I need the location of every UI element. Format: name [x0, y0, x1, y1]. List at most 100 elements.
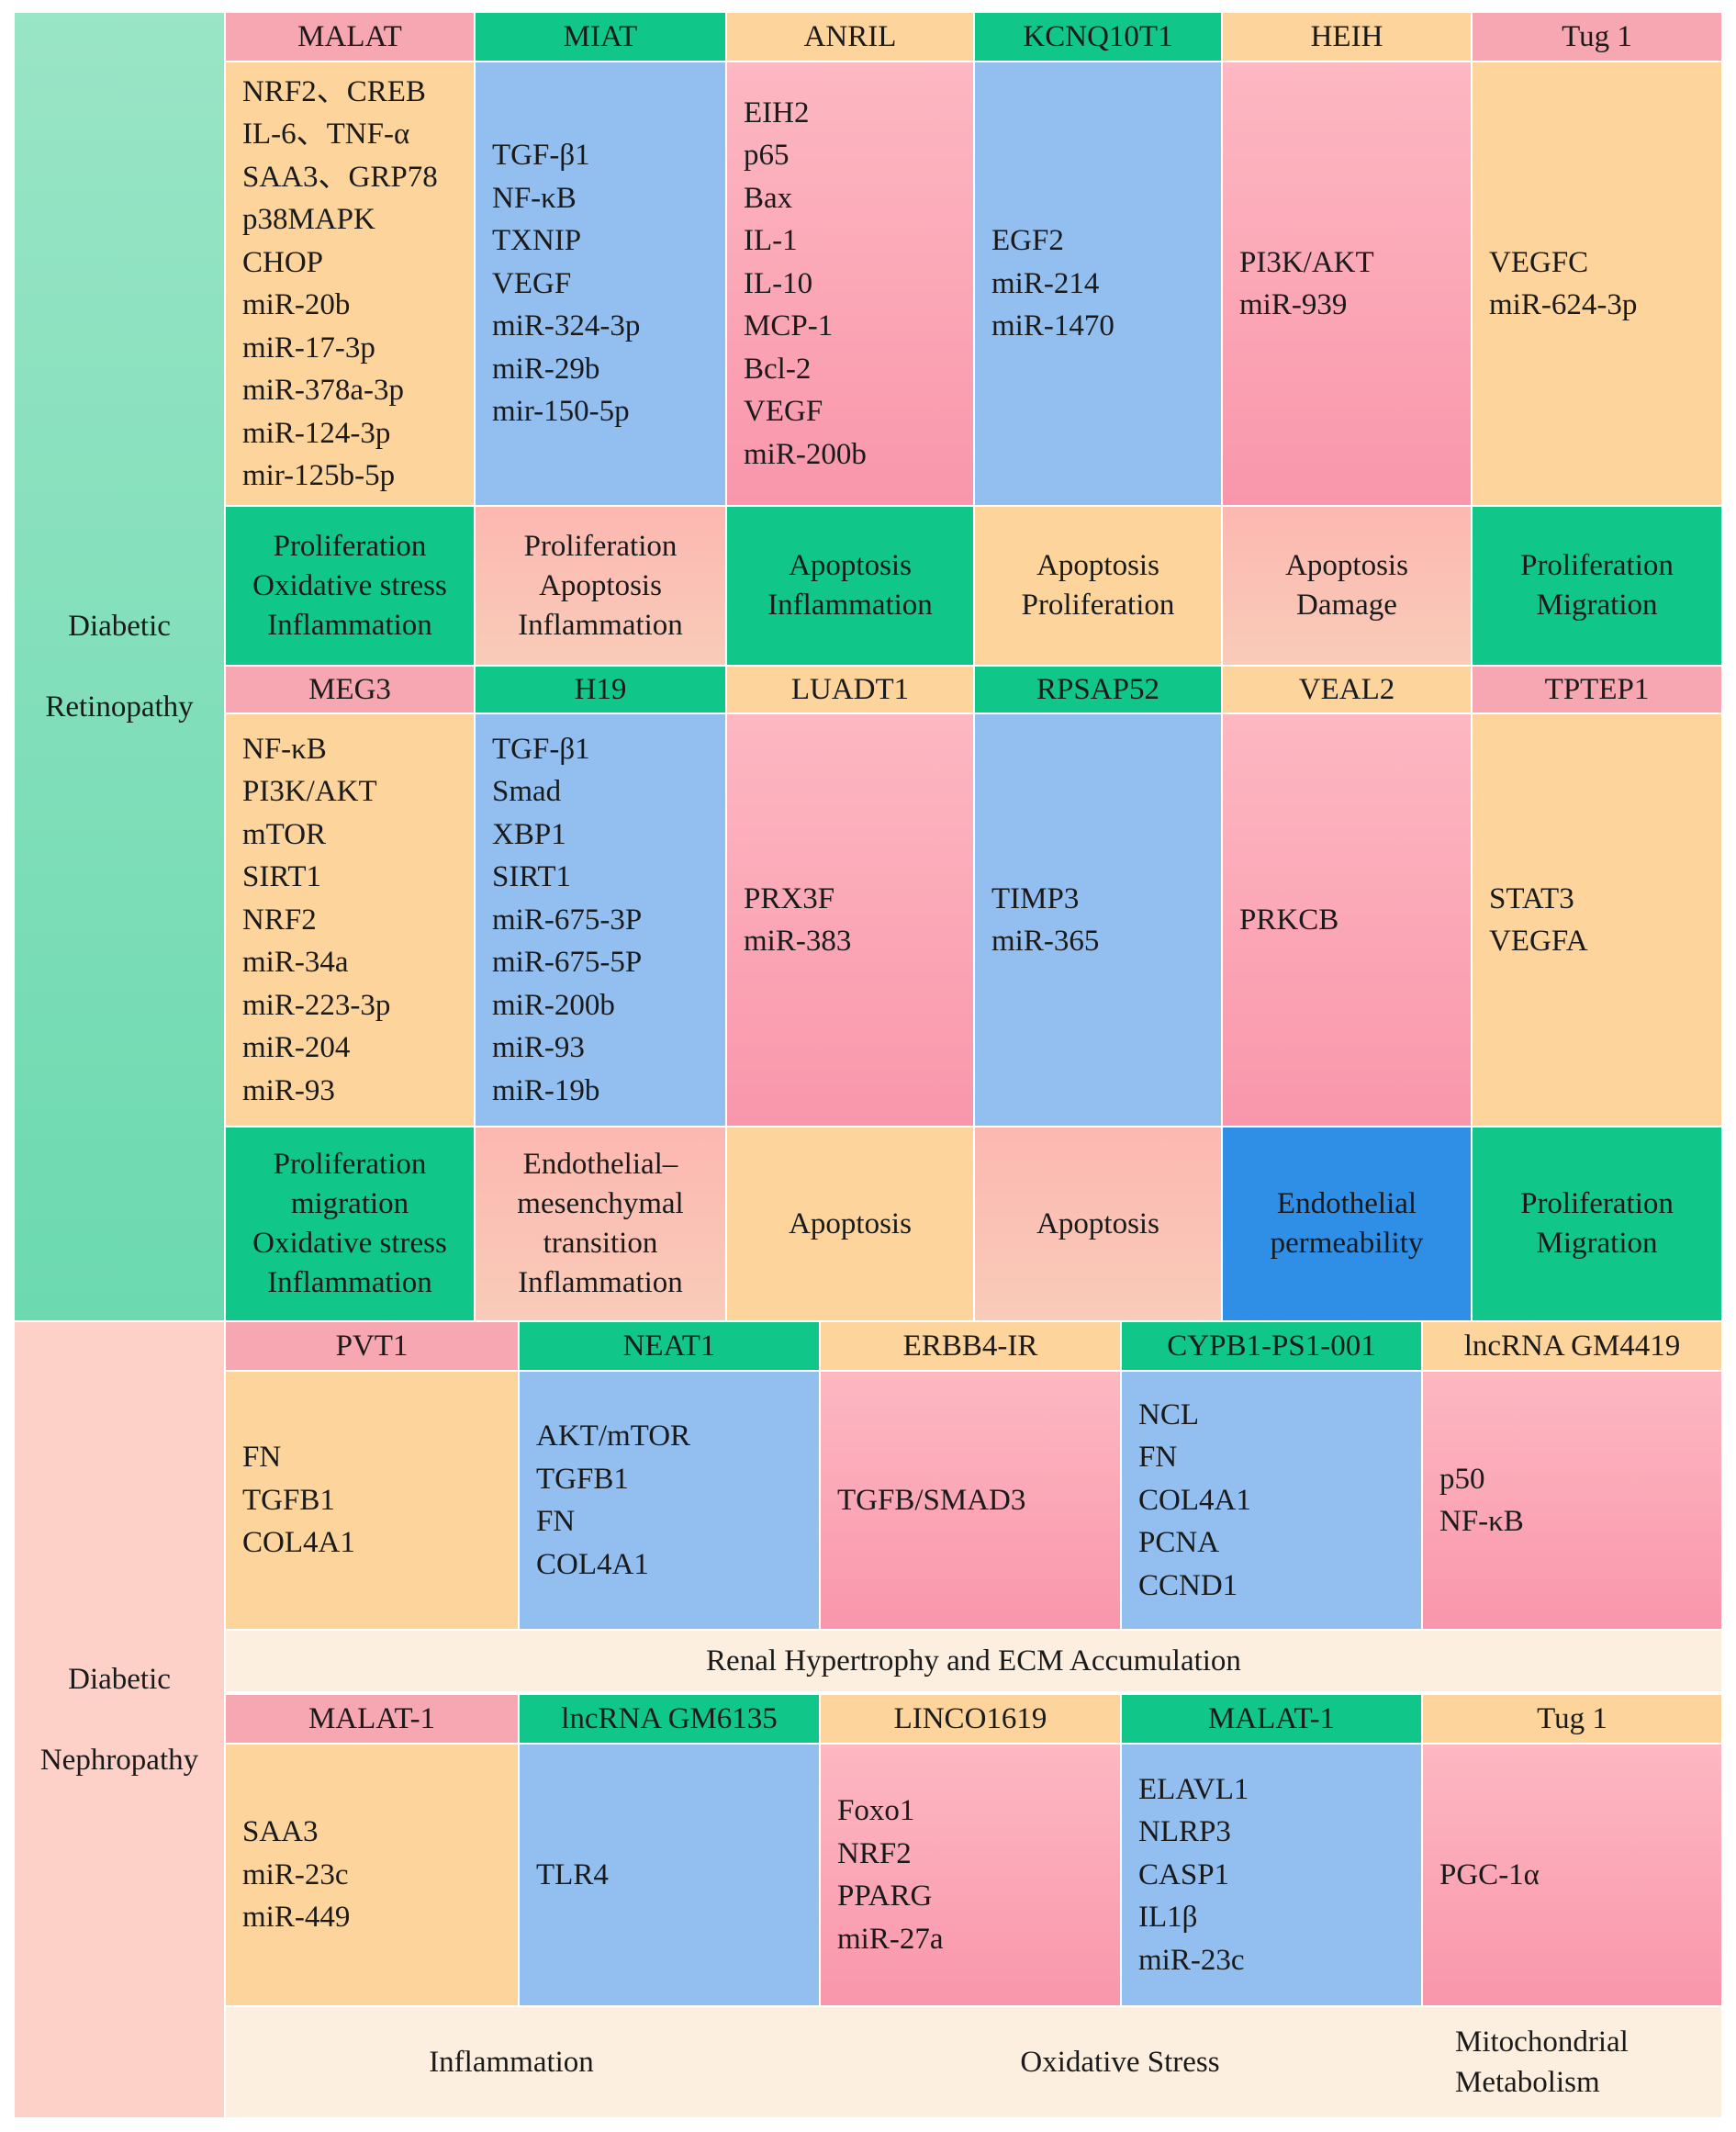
target-item: NRF2 [837, 1836, 912, 1870]
target-item: FN [536, 1505, 576, 1538]
target-item: miR-624-3p [1489, 288, 1638, 321]
target-list: PGC-1α [1423, 1745, 1721, 2005]
lncrna-header: MEG3 [226, 667, 474, 713]
effect-band [226, 2007, 1721, 2117]
target-item: miR-124-3p [242, 416, 391, 450]
effect-text: Damage [1296, 589, 1397, 622]
target-item: miR-23c [242, 1857, 349, 1891]
effect-text: Proliferation [1520, 549, 1674, 582]
lncrna-header: LINCO1619 [821, 1695, 1120, 1743]
target-item: miR-223-3p [242, 988, 391, 1022]
lncrna-header: NEAT1 [520, 1322, 819, 1370]
target-item: miR-29b [492, 352, 600, 386]
target-list: STAT3 VEGFA [1473, 714, 1721, 1126]
lncrna-header: PVT1 [226, 1322, 518, 1370]
lncrna-header: Tug 1 [1423, 1695, 1721, 1743]
target-item: miR-204 [242, 1031, 351, 1065]
target-item: NRF2、CREB [242, 74, 426, 108]
effect-text: Metabolism [1455, 2066, 1600, 2099]
target-item: COL4A1 [1138, 1483, 1251, 1517]
target-item: miR-939 [1239, 288, 1348, 321]
target-item: PI3K/AKT [242, 775, 377, 809]
target-list: p50 NF-κB [1423, 1372, 1721, 1629]
target-item: Smad [492, 775, 562, 809]
target-item: miR-34a [242, 946, 349, 980]
effect-text: Apoptosis [1285, 549, 1408, 582]
effect-text: Oxidative Stress [1020, 2045, 1220, 2079]
lncrna-header: MALAT-1 [226, 1695, 518, 1743]
target-item: SIRT1 [242, 860, 322, 894]
target-item: EGF2 [991, 224, 1064, 258]
effect-text: Inflammation [429, 2045, 594, 2079]
target-item: STAT3 [1489, 881, 1574, 915]
target-item: p38MAPK [242, 203, 375, 236]
effect-text: Oxidative stress [252, 1227, 447, 1260]
target-item: miR-365 [991, 925, 1100, 958]
target-list: PRX3F miR-383 [727, 714, 973, 1126]
effect-box: Apoptosis Damage [1223, 507, 1471, 665]
target-item: PPARG [837, 1880, 933, 1913]
target-list: VEGFC miR-624-3p [1473, 62, 1721, 505]
target-item: PGC-1α [1439, 1857, 1540, 1891]
effect-box: Apoptosis Proliferation [975, 507, 1221, 665]
lncrna-header: HEIH [1223, 13, 1471, 61]
effect-text: Proliferation [523, 529, 678, 563]
effect-text: Migration [1536, 1227, 1658, 1260]
target-list: NRF2、CREB IL-6、TNF-α SAA3、GRP78 p38MAPK … [226, 62, 474, 505]
target-item: miR-378a-3p [242, 374, 404, 407]
target-item: PCNA [1138, 1526, 1220, 1560]
target-list: TGFB/SMAD3 [821, 1372, 1120, 1629]
target-item: Foxo1 [837, 1794, 915, 1827]
target-list: SAA3 miR-23c miR-449 [226, 1745, 518, 2005]
target-item: CASP1 [1138, 1857, 1230, 1891]
effect-box: Proliferation Apoptosis Inflammation [476, 507, 725, 665]
target-item: miR-1470 [991, 309, 1114, 343]
target-item: COL4A1 [536, 1547, 649, 1581]
target-item: TXNIP [492, 224, 582, 258]
target-item: SAA3 [242, 1815, 319, 1849]
target-item: miR-383 [744, 925, 852, 958]
target-item: TIMP3 [991, 881, 1080, 915]
effect-box: Endothelial– mesenchymal transition Infl… [476, 1128, 725, 1320]
effect-text: Proliferation [1520, 1187, 1674, 1220]
lncrna-header: MALAT [226, 13, 474, 61]
target-item: TGFB1 [242, 1483, 335, 1517]
lncrna-header: CYPB1-PS1-001 [1122, 1322, 1421, 1370]
target-list: ELAVL1 NLRP3 CASP1 IL1β miR-23c [1122, 1745, 1421, 2005]
target-list: EGF2 miR-214 miR-1470 [975, 62, 1221, 505]
target-item: p65 [744, 139, 790, 173]
target-item: miR-23c [1138, 1943, 1245, 1977]
target-item: TGFB/SMAD3 [837, 1483, 1026, 1517]
target-item: miR-17-3p [242, 331, 375, 365]
target-item: CCND1 [1138, 1568, 1238, 1602]
effect-text: Inflammation [518, 1266, 683, 1299]
target-item: TLR4 [536, 1857, 609, 1891]
target-item: IL-10 [744, 266, 813, 300]
nephropathy-label-panel: Diabetic Nephropathy [15, 1322, 224, 2117]
effect-text: Endothelial– [522, 1148, 678, 1181]
lncrna-header: MALAT-1 [1122, 1695, 1421, 1743]
retinopathy-label-line1: Diabetic [68, 610, 171, 643]
effect-box: Proliferation migration Oxidative stress… [226, 1128, 474, 1320]
effect-text: Apoptosis [789, 549, 912, 582]
target-item: Bax [744, 181, 793, 215]
target-item: COL4A1 [242, 1526, 355, 1560]
target-item: IL-6、TNF-α [242, 118, 410, 151]
effect-box: Apoptosis Inflammation [727, 507, 973, 665]
effect-box: Apoptosis [975, 1128, 1221, 1320]
effect-box: Proliferation Migration [1473, 1128, 1721, 1320]
effect-text: Inflammation [518, 608, 683, 642]
effect-text: Proliferation [273, 529, 427, 563]
target-list: TGF-β1 NF-κB TXNIP VEGF miR-324-3p miR-2… [476, 62, 725, 505]
target-item: TGFB1 [536, 1462, 629, 1496]
target-item: mir-150-5p [492, 395, 630, 429]
target-item: EIH2 [744, 95, 810, 129]
target-item: miR-449 [242, 1901, 351, 1935]
target-list: PRKCB [1223, 714, 1471, 1126]
nephropathy-label-line2: Nephropathy [39, 1744, 199, 1777]
target-item: NF-κB [242, 732, 327, 766]
lncrna-header: Tug 1 [1473, 13, 1721, 61]
retinopathy-label-line2: Retinopathy [45, 690, 194, 724]
target-item: miR-93 [492, 1031, 585, 1065]
target-list: Foxo1 NRF2 PPARG miR-27a [821, 1745, 1120, 2005]
